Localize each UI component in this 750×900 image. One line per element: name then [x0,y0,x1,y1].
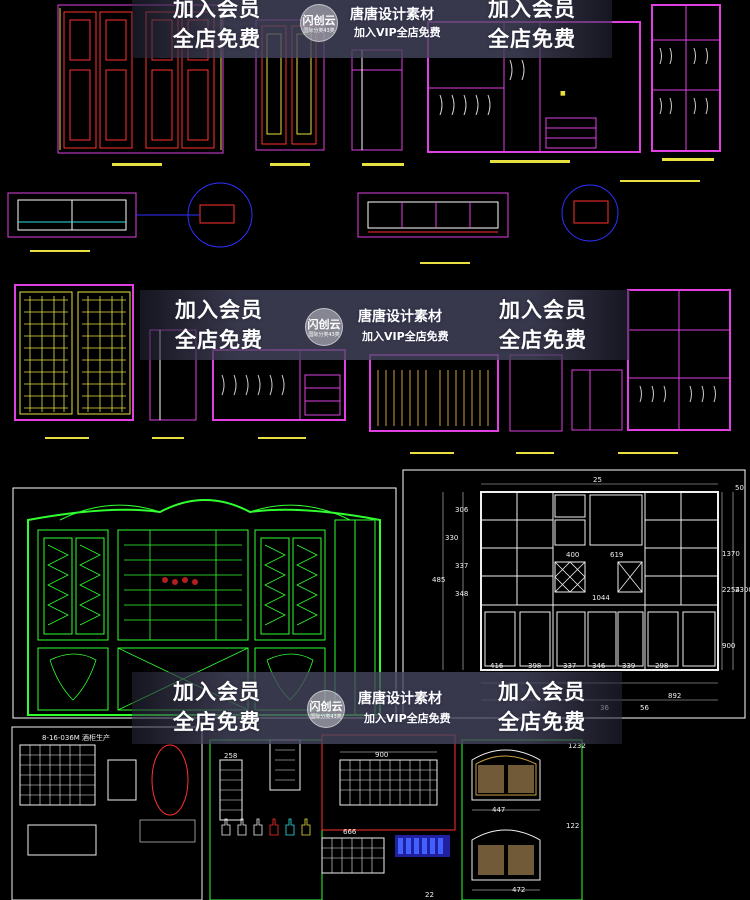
promo-left: 加入会员 全店免费 [162,0,272,54]
promo-line1: 加入会员 [498,680,586,704]
promo-line2: 全店免费 [498,710,586,734]
brand-name: 唐唐设计素材 [350,7,434,23]
dim-label: 666 [343,828,357,836]
dim-label: 400 [566,551,579,559]
logo-text: 闪创云 [302,14,336,27]
vip-text: 加入VIP全店免费 [354,26,441,39]
dim-label: 619 [610,551,623,559]
caption-row3 [45,437,678,454]
dim-label: 56 [640,704,649,712]
elevation-yellow-lattice [14,284,134,421]
dim-label: 348 [455,590,468,598]
brand-name: 唐唐设计素材 [358,691,442,707]
dim-label: 1044 [592,594,610,602]
dim-label: 25 [593,476,602,484]
promo-left: 加入会员 全店免费 [162,677,272,737]
dim-label: 2254 [722,586,740,594]
dim-label: 337 [563,662,576,670]
logo-icon: 闪创云 国际分类43类 [305,308,343,346]
elevation-wine-rack-middle [212,349,346,421]
detail-rack-front [321,734,456,874]
plan-section-right [357,184,619,264]
promo-line2: 全店免费 [173,27,261,51]
dim-label: 50 [735,484,744,492]
dim-label: 2300 [735,586,750,594]
dim-label: 472 [512,886,525,894]
logo-sub: 国际分类43类 [308,332,340,338]
title-block: 8-16-036M 酒柜生产 [42,733,110,742]
dim-label: 346 [592,662,606,670]
elevation-side-section [351,49,403,151]
promo-line1: 加入会员 [488,0,576,21]
promo-right: 加入会员 全店免费 [488,295,598,355]
promo-line1: 加入会员 [499,298,587,322]
dim-label: 258 [224,752,237,760]
promo-line1: 加入会员 [173,680,261,704]
dim-label: 339 [622,662,635,670]
dim-label: 900 [375,751,388,759]
promo-line2: 全店免费 [488,27,576,51]
dim-label: 485 [432,576,445,584]
dim-label: 892 [668,692,681,700]
banner-backdrop [132,672,622,744]
dim-label: 447 [492,806,505,814]
dim-label: 330 [445,534,458,542]
svg-text:■: ■ [560,90,566,97]
dim-label: 1232 [568,742,586,750]
dim-label: 122 [566,822,579,830]
plan-section-left [7,182,253,252]
detail-bottles [209,739,323,900]
logo-icon: 闪创云 国际分类43类 [307,690,345,728]
dim-label: 416 [490,662,504,670]
banner-backdrop [132,0,612,58]
elevation-gold-bars [369,354,623,432]
caption-row1 [112,158,714,182]
production-sheet [11,726,203,900]
logo-icon: 闪创云 国际分类43类 [300,4,338,42]
dim-label: 1370 [722,550,740,558]
logo-text: 闪创云 [309,700,343,713]
detail-arched-doors [461,739,583,900]
dim-label: 398 [528,662,541,670]
brand-name: 唐唐设计素材 [358,309,442,325]
elevation-tall-cabinet-middle [627,289,731,431]
watermark-banner-top: 加入会员 全店免费 闪创云 国际分类43类 唐唐设计素材 加入VIP全店免费 加… [132,0,612,58]
elevation-tall-cabinet [651,4,721,152]
promo-line2: 全店免费 [499,328,587,352]
watermark-banner-bottom: 加入会员 全店免费 闪创云 国际分类43类 唐唐设计素材 加入VIP全店免费 加… [132,672,622,744]
dim-label: 22 [425,891,434,899]
dimension-labels-detail: 900 666 447 472 122 1232 258 22 [224,742,586,899]
promo-right: 加入会员 全店免费 [487,677,597,737]
dim-label: 337 [455,562,468,570]
dim-label: 900 [722,642,735,650]
logo-sub: 国际分类43类 [303,28,335,34]
banner-backdrop [140,290,630,360]
dim-label: 306 [455,506,469,514]
promo-left: 加入会员 全店免费 [164,295,274,355]
promo-right: 加入会员 全店免费 [477,0,587,54]
watermark-banner-middle: 加入会员 全店免费 闪创云 国际分类43类 唐唐设计素材 加入VIP全店免费 加… [140,290,630,360]
vip-text: 加入VIP全店免费 [364,712,451,725]
promo-line1: 加入会员 [175,298,263,322]
promo-line2: 全店免费 [175,328,263,352]
promo-line2: 全店免费 [173,710,261,734]
vip-text: 加入VIP全店免费 [362,330,449,343]
promo-line1: 加入会员 [173,0,261,21]
logo-text: 闪创云 [307,318,341,331]
dim-label: 298 [655,662,668,670]
logo-sub: 国际分类43类 [310,714,342,720]
